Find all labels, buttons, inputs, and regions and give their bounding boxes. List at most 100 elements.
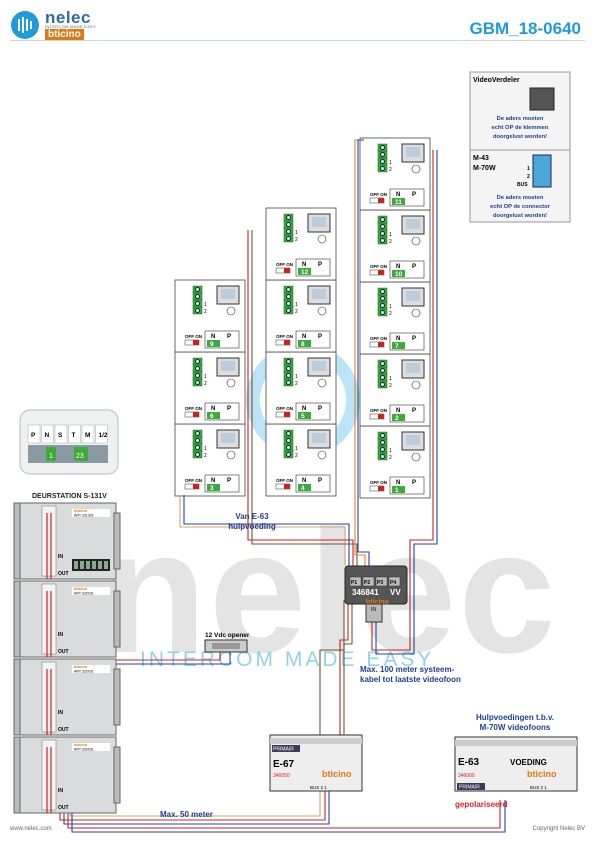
monitor-number: 12 [301, 269, 309, 276]
svg-text:OFF ON: OFF ON [370, 480, 387, 485]
legend-monitor-note-3: doorgelust worden! [493, 213, 547, 219]
svg-text:2: 2 [389, 311, 392, 317]
legend-monitor-note-1: De aders moeten [497, 195, 544, 201]
svg-text:1: 1 [389, 232, 392, 238]
monitor-number: 1 [395, 487, 399, 494]
svg-text:1: 1 [389, 376, 392, 382]
svg-text:OFF ON: OFF ON [276, 478, 293, 483]
svg-text:IN: IN [58, 710, 63, 716]
svg-text:P: P [318, 478, 322, 484]
svg-text:P: P [227, 478, 231, 484]
legend-terminal-2: 2 [527, 174, 530, 180]
bus-terminal-block [377, 359, 388, 389]
svg-text:bticino: bticino [74, 742, 88, 747]
module-code: ART.331301 [74, 514, 94, 518]
watermark-nelec: nelec [100, 495, 558, 690]
watermark-tagline: INTERCOM MADE EASY [140, 648, 435, 671]
svg-text:2: 2 [295, 381, 298, 387]
svg-text:2: 2 [204, 381, 207, 387]
svg-text:N: N [211, 478, 215, 484]
distributor-port: P4 [390, 580, 396, 586]
svg-text:OFF ON: OFF ON [370, 336, 387, 341]
e63-primair: PRIMAIR [459, 785, 480, 791]
svg-text:N: N [302, 478, 306, 484]
door-station: bticinoART.331301INOUTbticinoART.332031I… [13, 502, 121, 814]
system-cable [179, 139, 438, 790]
svg-text:2: 2 [389, 167, 392, 173]
footer-website: www.nelec.com [10, 826, 52, 832]
bus-terminal-block [283, 429, 294, 459]
svg-text:N: N [396, 336, 400, 342]
svg-text:N: N [302, 334, 306, 340]
legend-monitor-note-2: echt OP de connector [490, 204, 551, 210]
distributor-port: P2 [364, 580, 370, 586]
svg-text:N: N [302, 406, 306, 412]
svg-text:OFF ON: OFF ON [276, 334, 293, 339]
e63-code: 346000 [458, 773, 475, 779]
svg-text:OUT: OUT [58, 571, 69, 577]
svg-text:2: 2 [389, 455, 392, 461]
monitor-number: 11 [395, 199, 402, 206]
svg-text:bticino: bticino [74, 664, 88, 669]
svg-text:OUT: OUT [58, 727, 69, 733]
nelec-logo-icon [11, 11, 39, 39]
pushbutton-label: N [45, 432, 50, 439]
svg-text:IN: IN [58, 788, 63, 794]
svg-text:N: N [396, 408, 400, 414]
svg-text:2: 2 [204, 453, 207, 459]
svg-text:P: P [412, 408, 416, 414]
svg-text:1: 1 [295, 446, 298, 452]
e67-terminals: BUS 2 1 [310, 785, 327, 790]
distributor-port: P1 [351, 580, 357, 586]
monitor-number: 5 [301, 413, 305, 420]
monitor-number: 10 [395, 271, 403, 278]
bus-terminal-block [283, 213, 294, 243]
module-code: ART.332031 [74, 592, 94, 596]
bus-terminal-block [377, 143, 388, 173]
annotation-max-50: Max. 50 meter [160, 810, 213, 819]
svg-text:2: 2 [204, 309, 207, 315]
document-code: GBM_18-0640 [469, 19, 581, 38]
distributor-input: IN [371, 607, 376, 613]
legend-panel: VideoVerdeler De aders moeten echt OP de… [469, 71, 571, 223]
svg-text:1: 1 [204, 302, 207, 308]
distributor-code: 346841 [352, 588, 379, 597]
pushbutton-value-1: 1 [49, 453, 53, 460]
svg-text:IN: IN [58, 554, 63, 560]
svg-text:P: P [412, 192, 416, 198]
monitor-number: 6 [210, 413, 214, 420]
legend-splitter-title: VideoVerdeler [473, 77, 520, 84]
pushbutton-value-23: 23 [76, 453, 84, 460]
svg-text:OUT: OUT [58, 649, 69, 655]
bus-terminal-block [192, 285, 203, 315]
svg-text:P: P [412, 480, 416, 486]
monitor-number: 9 [210, 341, 214, 348]
svg-text:1: 1 [389, 304, 392, 310]
pushbutton-label: T [72, 432, 76, 439]
svg-text:P: P [227, 334, 231, 340]
svg-text:P: P [318, 262, 322, 268]
module-code: ART.332031 [74, 748, 94, 752]
distributor-port: P3 [377, 580, 383, 586]
monitor-number: 7 [395, 343, 399, 350]
monitor-number: 8 [301, 341, 305, 348]
bus-terminal-block [377, 431, 388, 461]
svg-text:OFF ON: OFF ON [185, 334, 202, 339]
sub-brand-logo: bticino [45, 29, 84, 41]
e63-title: VOEDING [510, 758, 547, 767]
svg-text:bticino: bticino [74, 586, 88, 591]
